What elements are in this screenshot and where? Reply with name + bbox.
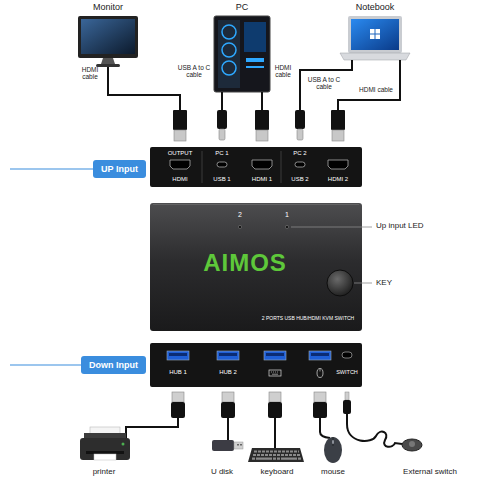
cables-up (108, 60, 400, 110)
text-anchor: OUTPUT (168, 150, 193, 157)
port-label: 2 (238, 211, 242, 219)
external-switch-icon (402, 439, 422, 451)
device-name: printer (93, 467, 116, 476)
text-anchor: PC (236, 2, 249, 12)
text-anchor: Monitor (93, 2, 123, 12)
text-anchor: HUB 1 (169, 369, 187, 376)
callout-label: Up input LED (376, 221, 424, 230)
hub-panel: HUB 1 HUB 2 SWITCH (150, 343, 362, 387)
port-label: HDMI 2 (328, 176, 348, 183)
device-name: External switch (403, 467, 457, 476)
text-anchor: U disk (211, 467, 233, 476)
usb-a-plug (171, 392, 351, 418)
cable-label: USB A to C cable (174, 64, 214, 79)
text-anchor: 2 PORTS USB HUB/HDMI KVM SWITCH (262, 316, 354, 322)
text-anchor: AIMOS (203, 249, 287, 277)
usb-c-plug (217, 110, 305, 140)
monitor-icon (78, 16, 138, 67)
text-anchor: HDMI cable (356, 86, 396, 93)
text-anchor: keyboard (261, 467, 294, 476)
keyboard-icon (248, 448, 304, 462)
front-panel (150, 203, 372, 331)
section-title: Down Input (89, 360, 138, 370)
cable-label: HDMI cable (271, 64, 295, 79)
text-anchor: PC 2 (293, 150, 306, 157)
notebook-icon (340, 16, 410, 60)
cable-label: HDMI cable (77, 66, 103, 81)
port-label: PC 2 (293, 150, 306, 157)
text-anchor: Notebook (356, 2, 395, 12)
leader-line (354, 283, 372, 284)
text-anchor: SWITCH (336, 369, 358, 375)
text-anchor: 1 (285, 211, 289, 219)
mouse-symbol (317, 369, 323, 378)
text-anchor: HDMI 1 (252, 176, 272, 183)
device-name: keyboard (261, 467, 294, 476)
cable-label: USB A to C cable (304, 76, 344, 91)
port-label: HUB 1 (169, 369, 187, 376)
cable-label: HDMI cable (356, 86, 396, 93)
callout-label: KEY (376, 278, 392, 287)
brand-logo: AIMOS (203, 249, 287, 277)
section-title: UP Input (101, 164, 138, 174)
section-tag: UP Input (93, 160, 146, 178)
text-anchor: mouse (321, 467, 345, 476)
text-anchor: HDMI cable (77, 66, 103, 81)
text-anchor: HDMI cable (271, 64, 295, 79)
text-anchor: USB A to C cable (304, 76, 344, 91)
hdmi-plug (173, 110, 345, 141)
text-anchor: PC 1 (215, 150, 228, 157)
text-anchor: printer (93, 467, 116, 476)
keyboard-symbol (269, 370, 281, 376)
rear-panel (150, 147, 362, 187)
port-label: 1 (285, 211, 289, 219)
port-label: SWITCH (336, 369, 358, 375)
port-label: PC 1 (215, 150, 228, 157)
device-name: Notebook (356, 2, 395, 12)
leader-line (291, 227, 372, 228)
port-label: USB 1 (213, 176, 230, 183)
front-panel: 2 1AIMOS 2 PORTS USB HUB/HDMI KVM SWITCH (150, 203, 362, 331)
port-label: HDMI (172, 176, 187, 183)
mouse-icon (324, 437, 342, 463)
text-anchor: External switch (403, 467, 457, 476)
port-label: USB 2 (291, 176, 308, 183)
text-anchor: USB A to C cable (174, 64, 214, 79)
port-label: 2 PORTS USB HUB/HDMI KVM SWITCH (262, 316, 354, 322)
text-anchor: HDMI (172, 176, 187, 183)
device-name: U disk (211, 467, 233, 476)
device-name: mouse (321, 467, 345, 476)
hub-panel (150, 343, 362, 387)
cables-down (126, 414, 402, 448)
text-anchor: 2 (238, 211, 242, 219)
rear-panel: OUTPUT HDMI PC 1 USB 1 HDMI 1 PC 2 USB 2 HDMI 2 (150, 147, 362, 187)
port-label: HDMI 1 (252, 176, 272, 183)
port-label: OUTPUT (168, 150, 193, 157)
text-anchor: USB 2 (291, 176, 308, 183)
text-anchor: HUB 2 (219, 369, 237, 376)
pc-tower-icon (214, 16, 270, 92)
device-name: Monitor (93, 2, 123, 12)
text-anchor: Up input LED (376, 221, 424, 230)
section-tag: Down Input (81, 356, 146, 374)
text-anchor: USB 1 (213, 176, 230, 183)
device-name: PC (236, 2, 249, 12)
text-anchor: HDMI 2 (328, 176, 348, 183)
printer-icon (80, 427, 130, 460)
usb-drive-icon (212, 440, 243, 451)
port-label: HUB 2 (219, 369, 237, 376)
text-anchor: KEY (376, 278, 392, 287)
